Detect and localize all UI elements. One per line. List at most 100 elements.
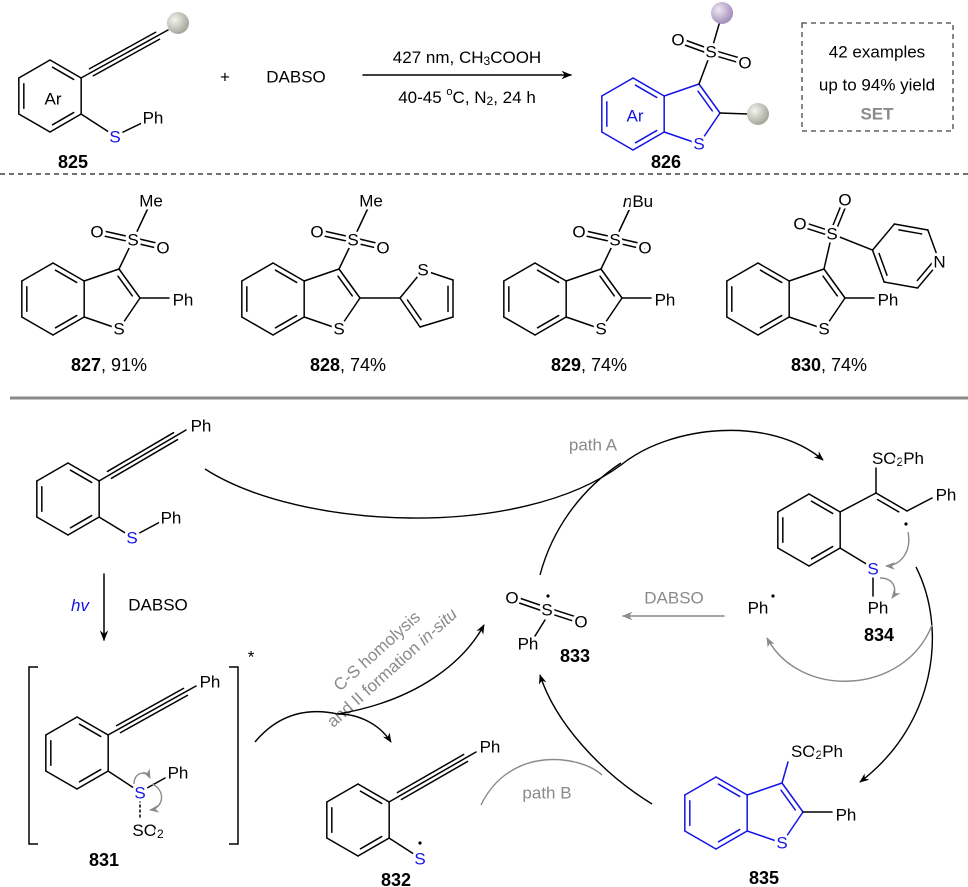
text-part: , 74% [581, 355, 627, 375]
bond [419, 316, 454, 328]
double-bond-line [717, 828, 741, 843]
compound-label: 832 [381, 870, 411, 887]
bond [338, 239, 354, 270]
text-part: Ph [903, 449, 924, 468]
bond [893, 223, 929, 231]
atom-label: S [826, 225, 837, 244]
text-part: hv [71, 596, 90, 615]
ring-bond [45, 716, 78, 736]
bond [107, 770, 141, 793]
bond [272, 316, 305, 336]
text-part: , 74% [821, 355, 867, 375]
double-bond-line [274, 269, 298, 284]
bond [534, 262, 567, 282]
bond [808, 547, 841, 567]
bond [131, 521, 161, 538]
electron-arrow [885, 531, 910, 570]
atom-label: Ph [878, 291, 899, 310]
bond [565, 316, 602, 330]
atom-label: S [776, 834, 787, 853]
text-part: , 24 h [493, 88, 536, 107]
radical-dot [546, 594, 550, 598]
double-bond-line [54, 269, 78, 284]
bond [272, 262, 305, 282]
double-bond-line [634, 84, 658, 99]
ring-bond [503, 262, 536, 282]
path-a-arrow [204, 429, 824, 519]
atom-label: Ph [655, 291, 676, 310]
double-bond-line [545, 611, 582, 625]
text-part: in-situ [414, 604, 461, 649]
plus-sign: + [220, 68, 230, 87]
double-bond-line [78, 723, 102, 738]
double-bond-line [536, 314, 560, 329]
reagent-label: DABSO [266, 68, 326, 87]
ring-bond [684, 830, 717, 850]
bond [875, 492, 908, 512]
text-part: 827 [71, 355, 101, 375]
bond [357, 783, 390, 803]
summary-text: 42 examples [829, 43, 925, 62]
text-part: 40-45 [398, 88, 446, 107]
ring-bond [726, 316, 759, 336]
double-bond-line [78, 768, 102, 783]
cycle-arrow [859, 566, 934, 783]
double-bond-line [634, 129, 658, 144]
text-part: 828 [310, 355, 340, 375]
atom-label: O [671, 31, 684, 50]
atom-label: S [333, 320, 344, 339]
bond [823, 297, 846, 330]
atom-label: Ph [143, 109, 164, 128]
bond [839, 547, 874, 569]
bond [831, 233, 874, 251]
atom-label: Ph [191, 417, 212, 436]
double-bond-line [69, 469, 93, 484]
atom-label: Ph [200, 673, 221, 692]
triple-bond-line [396, 753, 465, 794]
bond [823, 233, 833, 270]
bond [916, 261, 941, 289]
text-part: 829 [551, 355, 581, 375]
ring-bond [326, 783, 359, 803]
excited-state-marker: * [248, 648, 255, 667]
ring-bond [601, 77, 634, 97]
radical-return-arrow [766, 624, 933, 682]
double-bond-line [316, 228, 355, 239]
ring-bond [21, 262, 54, 282]
atom-label: S [414, 850, 425, 869]
triple-bond-line [119, 694, 189, 734]
ring-bond [777, 547, 810, 567]
double-bond-line [96, 228, 135, 239]
hv-label: hv [71, 596, 90, 615]
atom-label: S [541, 601, 552, 620]
atom-label: S [127, 231, 138, 250]
double-bond-line [833, 202, 848, 236]
bond [719, 112, 749, 115]
double-bond-line [274, 314, 298, 329]
bond [303, 268, 340, 282]
double-bond-line [117, 275, 134, 297]
bond [83, 316, 120, 330]
atom-label: Ph [168, 764, 189, 783]
bond [715, 830, 748, 850]
atom-label: S [595, 320, 606, 339]
bond [698, 51, 712, 85]
double-bond-line [822, 275, 839, 297]
ring-bond [684, 776, 717, 796]
atom-label: O [574, 613, 587, 632]
double-bond-line [351, 241, 384, 251]
bond [80, 113, 116, 137]
cycle-arrow [538, 674, 653, 805]
bond [781, 811, 804, 844]
bond [808, 493, 841, 513]
atom-label: S [134, 784, 145, 803]
double-bond-line [536, 269, 560, 284]
double-bond-line [54, 314, 78, 329]
bond [534, 619, 546, 637]
atom-label: Ph [936, 486, 957, 505]
triple-bond-line [400, 760, 469, 801]
atom-label: O [505, 589, 518, 608]
bond [823, 268, 846, 299]
text-part: n [623, 192, 632, 211]
substituent-ball-icon [711, 2, 733, 24]
